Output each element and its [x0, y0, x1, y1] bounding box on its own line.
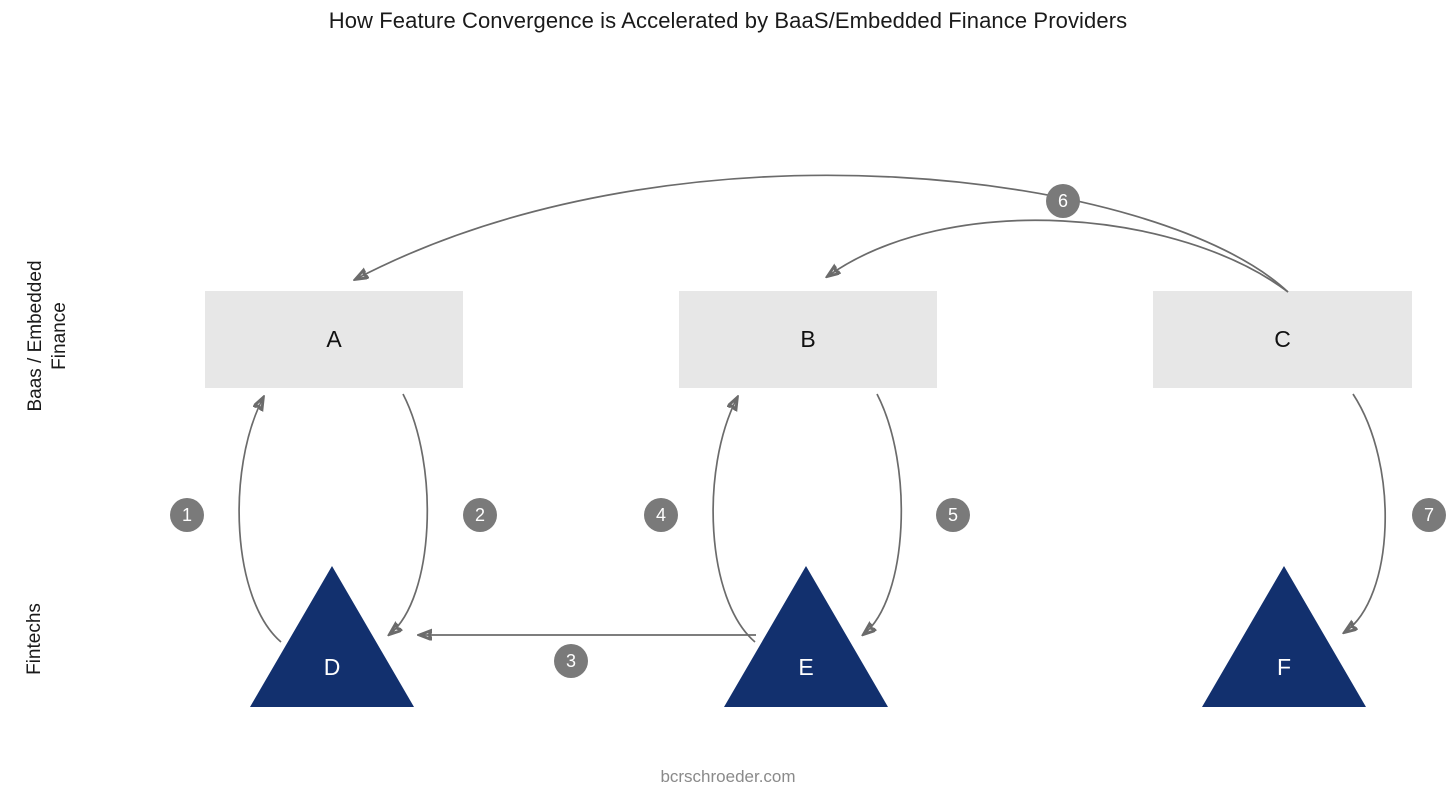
page-title: How Feature Convergence is Accelerated b…	[328, 8, 1128, 33]
node-triangle-f-label: F	[1276, 654, 1292, 680]
node-triangle-d-label: D	[323, 654, 341, 680]
watermark-text: bcrschroeder.com	[660, 767, 796, 786]
arrow-6-c-to-a	[356, 174, 1289, 293]
node-box-c[interactable]: C	[1153, 291, 1412, 388]
node-box-a[interactable]: A	[205, 291, 463, 388]
axis-label-baas-embedded-finance: Baas / Embedded Finance	[25, 260, 70, 412]
node-triangle-e[interactable]: E	[724, 566, 888, 707]
edge-badge-6[interactable]: 6	[1046, 184, 1080, 218]
triangle-shape-d	[250, 566, 414, 707]
edge-badge-5[interactable]: 5	[936, 498, 970, 532]
node-triangle-f[interactable]: F	[1202, 566, 1366, 707]
node-triangle-e-label: E	[798, 654, 814, 680]
triangle-shape-e	[724, 566, 888, 707]
node-box-b[interactable]: B	[679, 291, 937, 388]
edge-badge-3[interactable]: 3	[554, 644, 588, 678]
edge-badge-7[interactable]: 7	[1412, 498, 1446, 532]
edge-badge-4[interactable]: 4	[644, 498, 678, 532]
arrow-6-c-to-b	[828, 219, 1289, 293]
edge-badge-1[interactable]: 1	[170, 498, 204, 532]
axis-label-fintechs: Fintechs	[24, 603, 45, 675]
edge-badge-2[interactable]: 2	[463, 498, 497, 532]
triangle-shape-f	[1202, 566, 1366, 707]
node-triangle-d[interactable]: D	[250, 566, 414, 707]
